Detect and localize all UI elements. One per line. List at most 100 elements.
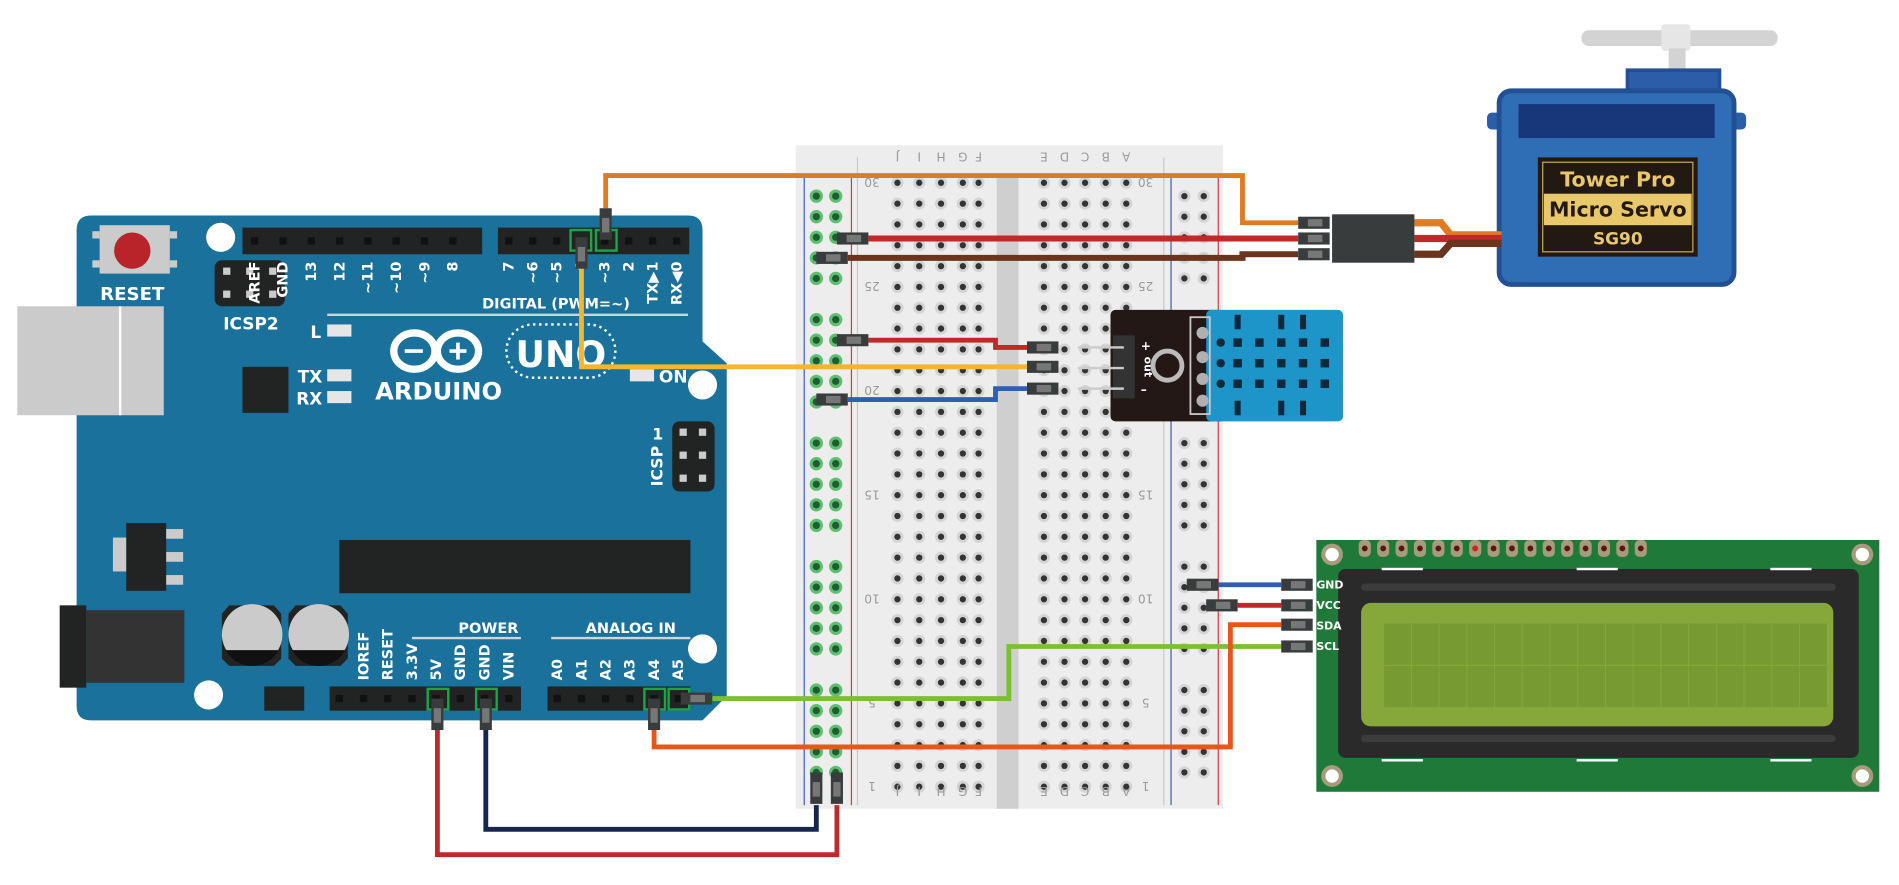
rail-hole [1200,481,1207,488]
servo-model: SG90 [1593,229,1643,249]
bb-hole [1081,700,1089,707]
bb-hole [1123,242,1130,249]
bb-hole [1040,283,1048,291]
bb-hole [975,512,982,520]
row-label: 1 [868,779,876,793]
jumper-plug-core [1307,219,1323,227]
icsp-header [672,421,715,492]
row-label: 20 [864,383,879,397]
rail-hole [832,707,840,715]
bb-hole [1061,367,1068,374]
bb-hole [1061,512,1068,520]
rail-hole [1181,728,1188,735]
pin-socket [307,237,315,245]
column-letter: C [1081,784,1089,798]
bb-hole [959,262,966,270]
lcd-pin [1582,545,1589,552]
analog-header-label: ANALOG IN [586,621,676,637]
bb-hole [1040,304,1048,311]
rail-hole [1181,604,1188,611]
bb-hole [959,637,966,645]
rail-hole [1200,192,1207,200]
digital-pin-label: 7 [502,262,518,272]
bb-hole [916,533,923,540]
bb-hole [959,700,966,707]
rail-hole [1181,625,1188,632]
wire-lcd-sda[interactable] [651,622,1282,750]
bb-hole [1061,658,1068,665]
column-letter: G [958,150,967,164]
row-label: 30 [864,175,879,189]
lcd-pin [1435,545,1442,552]
wire-servo-gnd[interactable] [847,251,1299,261]
bb-hole [975,200,982,207]
bb-hole [937,346,945,353]
column-letter: A [1121,150,1130,164]
rail-hole [1200,769,1207,776]
bb-hole [975,262,982,270]
grill-bar [1278,400,1285,416]
servo-connector [1332,214,1415,263]
bb-hole [1061,200,1068,207]
bb-hole [1061,242,1068,249]
bb-hole [916,429,923,436]
bb-hole [937,429,945,436]
bb-hole [1102,762,1109,770]
bb-hole [975,783,982,790]
bb-hole [975,554,982,561]
lcd-pin [1601,545,1607,552]
bb-hole [1081,783,1089,790]
column-letter: B [1102,150,1110,164]
jumper-plug-core [1036,363,1052,371]
lcd-bezel-groove [1361,583,1836,591]
bb-hole [959,533,966,540]
bb-hole [1123,221,1130,228]
lcd-cell [1689,623,1716,665]
wire-gnd[interactable] [483,728,819,832]
wire-lcd-scl[interactable] [712,644,1282,701]
wire-dht-vcc[interactable] [868,337,1027,350]
bb-hole [959,575,966,582]
rail-hole [832,624,840,632]
bb-hole [1102,596,1109,603]
lcd-pin-vcc: VCC [1316,599,1340,612]
bb-hole [916,179,923,186]
bb-hole [1102,179,1109,186]
rail-hole [1200,604,1207,611]
analog-pin-label: A2 [599,659,615,680]
bb-hole [1061,616,1068,624]
wire-dht-gnd[interactable] [847,386,1027,402]
bb-hole [937,554,945,561]
jumper-plug-core [1307,250,1323,258]
mounting-hole [206,222,236,252]
bb-hole [937,242,945,249]
wire-5v[interactable] [434,728,840,858]
bb-hole [1040,533,1048,540]
bb-hole [894,700,901,707]
bb-hole [937,283,945,291]
rail-hole [812,213,820,221]
bb-hole [937,596,945,603]
bb-hole [1102,575,1109,582]
wire-dht-out[interactable] [579,268,1027,370]
bb-hole [916,387,923,395]
bb-hole [894,575,901,582]
lcd-cell [1578,665,1605,708]
dht-pin-outline [1189,316,1211,415]
bb-hole [1123,512,1130,520]
servo-type: Micro Servo [1549,198,1687,222]
rail-hole [812,748,820,756]
bb-hole [975,408,982,416]
rail-hole [1181,460,1188,467]
reset-button[interactable] [92,225,178,274]
wire-servo-signal[interactable] [603,173,1299,226]
bb-hole [1081,450,1089,457]
bb-hole [1061,283,1068,291]
rail-hole [1181,748,1188,755]
lcd-cell [1772,665,1800,708]
bb-hole [959,554,966,561]
analog-pin-label: A3 [623,659,639,680]
dht-solder-pads [1196,326,1209,407]
bb-hole [959,179,966,186]
arduino-board [76,215,727,721]
